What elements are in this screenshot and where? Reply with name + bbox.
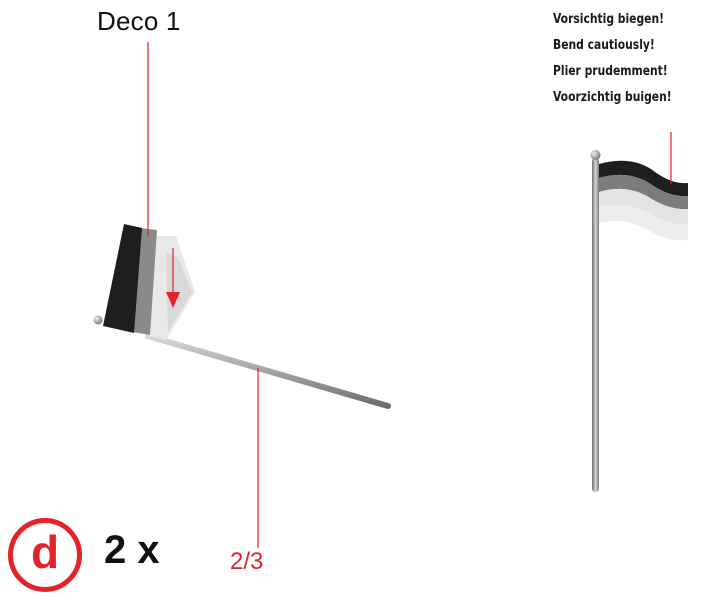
part-label: Deco 1 [97, 6, 181, 36]
warning-en: Bend cautiously! [553, 38, 655, 53]
warning-nl: Voorzichtig buigen! [553, 90, 672, 105]
step-letter: d [30, 526, 60, 578]
fraction-label: 2/3 [230, 548, 264, 575]
warning-fr: Plier prudemment! [553, 64, 668, 79]
annotation-lines [147, 42, 672, 548]
right-flag-white-stripe [599, 188, 688, 225]
right-flag-lower-panel [599, 205, 688, 241]
left-flag-assembly [93, 224, 391, 409]
right-flag-assembly [590, 150, 688, 492]
right-flag-pole [592, 158, 599, 492]
quantity-label: 2 x [104, 528, 160, 572]
left-flag-black-stripe [103, 224, 142, 333]
right-flag-gray-stripe [599, 174, 688, 210]
bend-warning-list: Vorsichtig biegen! Bend cautiously! Plie… [553, 7, 709, 111]
fold-arrow-head [166, 292, 180, 308]
right-flag-knob [590, 150, 601, 160]
right-flag-black-stripe [599, 160, 688, 197]
step-badge: d [8, 518, 82, 592]
left-flag-knob [93, 315, 103, 325]
warning-de: Vorsichtig biegen! [553, 12, 665, 27]
left-flag-pole [145, 333, 391, 409]
